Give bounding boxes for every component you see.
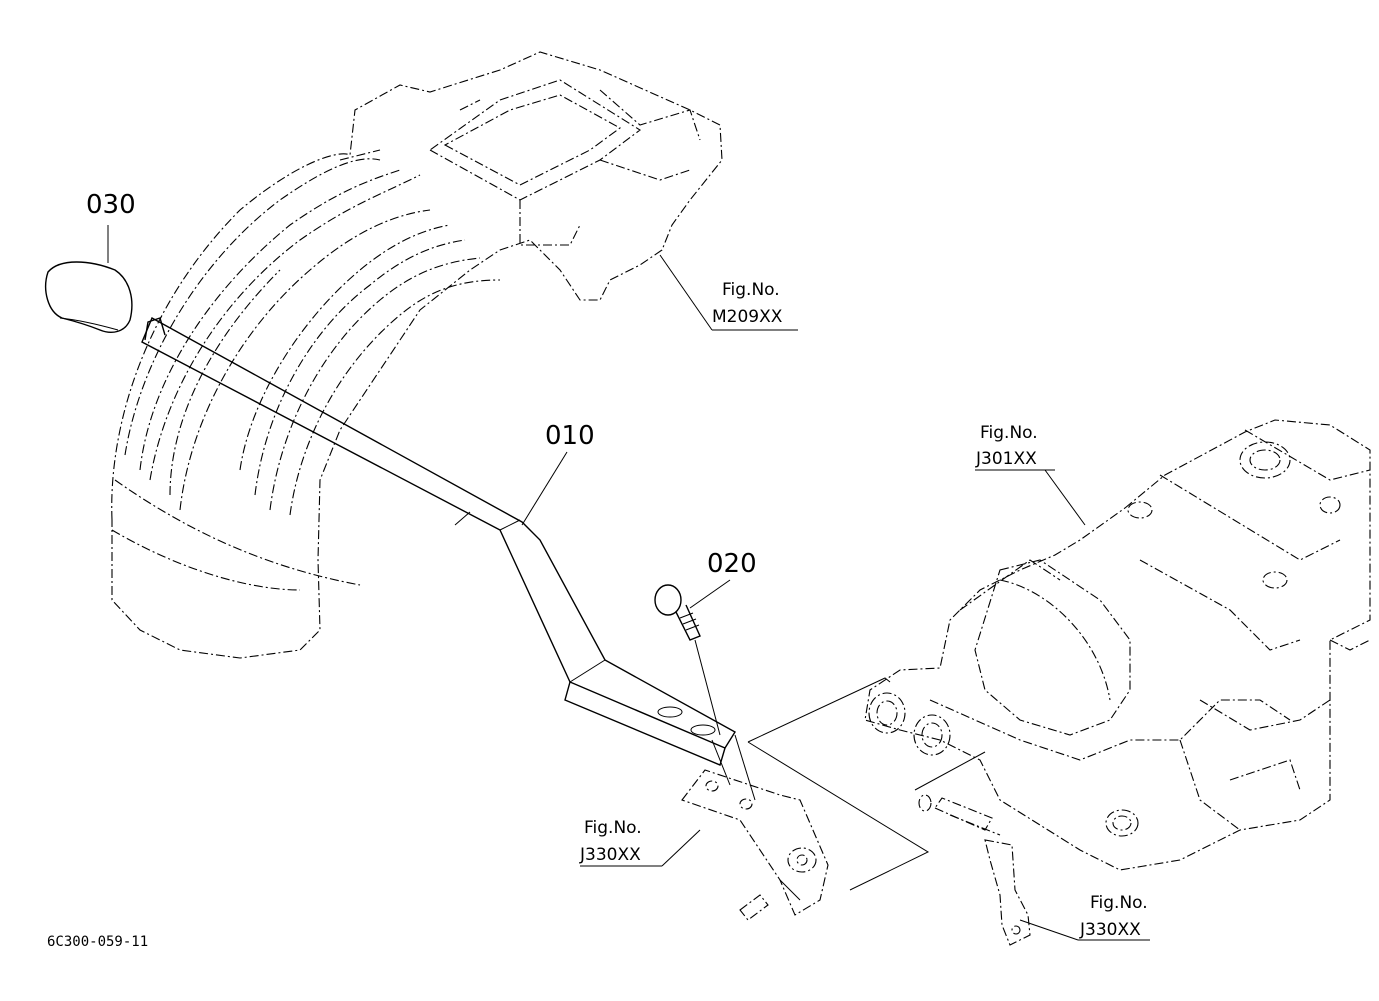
ref-label-link-arm: Fig.No. — [1090, 893, 1148, 913]
ref-code-housing: J301XX — [975, 449, 1037, 469]
ref-label-fender: Fig.No. — [722, 280, 780, 300]
leader-lines — [107, 225, 1150, 941]
bracket-phantom — [681, 734, 829, 921]
connector-lines — [747, 677, 986, 891]
lock-bolt — [654, 584, 721, 736]
ref-code-link-arm: J330XX — [1079, 920, 1141, 940]
ref-label-bracket: Fig.No. — [584, 818, 642, 838]
ref-code-bracket: J330XX — [579, 845, 641, 865]
housing-phantom — [864, 419, 1371, 871]
link-arm-phantom — [918, 794, 1031, 946]
ref-label-housing: Fig.No. — [980, 423, 1038, 443]
drawing-code: 6C300-059-11 — [47, 934, 148, 950]
shift-lever — [141, 317, 736, 766]
lever-knob — [44, 261, 133, 333]
part-number-knob: 030 — [86, 190, 136, 220]
ref-code-fender: M209XX — [712, 307, 783, 327]
part-number-lever: 010 — [545, 421, 595, 451]
part-number-bolt: 020 — [707, 549, 757, 579]
fender-outline — [111, 51, 723, 659]
